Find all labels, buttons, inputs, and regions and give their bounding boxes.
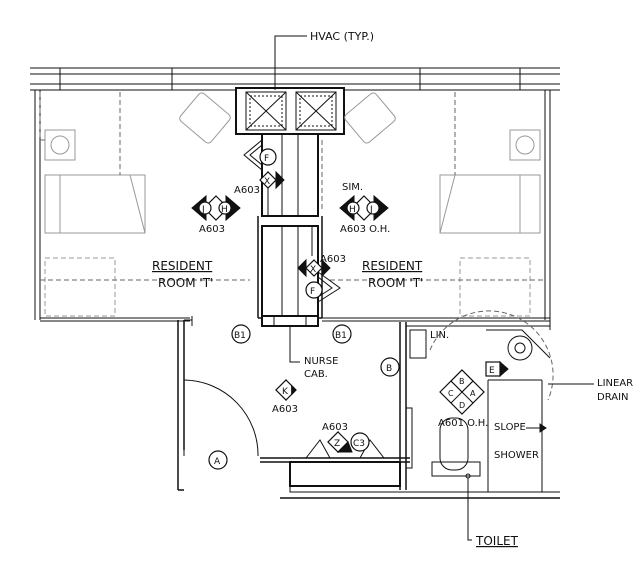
tag-bcad: B C A D A601 O.H. [438, 369, 488, 429]
tag-x-f-lower: X A603 F [297, 254, 346, 299]
tag-f-x-upper: F X A603 [234, 148, 285, 196]
right-room-furniture [344, 92, 541, 317]
exterior-wall-right [544, 90, 551, 330]
hvac-label: HVAC (TYP.) [310, 30, 374, 43]
tag-c3-text: C3 [353, 439, 365, 449]
a603-lower-label: A603 [320, 254, 346, 265]
left-room-furniture [44, 92, 231, 317]
room-label-left: RESIDENT ROOM 'T' [152, 259, 213, 290]
toilet-label: TOILET [475, 534, 519, 548]
room-label-right: RESIDENT ROOM 'T' [362, 259, 423, 290]
tag-b-inner: B [459, 377, 465, 386]
resident-room-left-line1: RESIDENT [152, 259, 213, 273]
tag-f-upper: F [264, 154, 269, 164]
tag-b1-left: B1 [231, 324, 251, 344]
bottom-wall [260, 439, 560, 499]
resident-room-right-line1: RESIDENT [362, 259, 423, 273]
tag-j-left: J [201, 205, 205, 215]
tag-k: K A603 [272, 378, 298, 415]
tag-h-right: H [349, 205, 356, 215]
elevation-tag-hj-right: H J SIM. A603 O.H. [339, 182, 390, 235]
linear-drain-leader: LINEAR DRAIN [548, 378, 633, 403]
elevation-tag-jh-left: J H A603 [191, 194, 241, 235]
tag-f-lower: F [310, 287, 315, 297]
tag-b1-right-text: B1 [335, 331, 347, 341]
tag-a-text: A [214, 457, 221, 467]
tag-x-lower: X [310, 265, 316, 275]
toilet-leader: TOILET [467, 478, 519, 548]
linear-drain-label-2: DRAIN [597, 392, 629, 403]
hvac-leader: HVAC (TYP.) [274, 30, 374, 90]
tag-z-c3: Z C3 A603 [322, 422, 370, 454]
room-separation-wall [40, 317, 550, 322]
tag-d-inner: D [459, 401, 465, 410]
resident-room-right-line2: ROOM 'T' [368, 276, 423, 290]
tag-b: B [380, 357, 400, 377]
door-swing-right [317, 271, 341, 303]
nurse-cabinet: NURSE CAB. [261, 315, 338, 380]
resident-room-left-line2: ROOM 'T' [158, 276, 213, 290]
slope-label: SLOPE [494, 422, 526, 433]
door-swing-left [243, 139, 263, 171]
tag-c-inner: C [448, 389, 454, 398]
exterior-wall-left [34, 90, 41, 320]
linear-drain-label-1: LINEAR [597, 378, 633, 389]
tag-b1-right: B1 [332, 324, 352, 344]
tag-z-text: Z [334, 439, 340, 449]
a603-upper-label: A603 [234, 185, 260, 196]
tag-b1-left-text: B1 [234, 331, 246, 341]
tag-h-left: H [221, 205, 228, 215]
nurse-label-2: CAB. [304, 369, 328, 380]
a603-z-label: A603 [322, 422, 348, 433]
tag-e-text: E [489, 366, 495, 376]
sim-label: SIM. [342, 182, 363, 193]
exterior-wall-top [30, 67, 560, 91]
tag-j-right: J [369, 205, 373, 215]
a603-k-label: A603 [272, 404, 298, 415]
tag-a: A [208, 450, 228, 470]
slope-arrow: SLOPE SHOWER [494, 422, 547, 461]
lin-label: LIN. [430, 330, 449, 341]
a601-oh-label: A601 O.H. [438, 418, 488, 429]
tag-x-upper: X [264, 177, 270, 187]
a603-left-label: A603 [199, 224, 225, 235]
toilet-room [399, 310, 554, 492]
nurse-label-1: NURSE [304, 356, 338, 367]
hvac-units [235, 87, 345, 135]
room-dashed-outlines [39, 92, 545, 281]
shower-label: SHOWER [494, 450, 539, 461]
tag-e: E [485, 360, 509, 378]
a603-oh-right-label: A603 O.H. [340, 224, 390, 235]
tag-k-text: K [282, 387, 289, 397]
tag-b-text: B [386, 364, 392, 374]
tag-a-inner: A [470, 389, 476, 398]
entry-walls [177, 316, 259, 491]
